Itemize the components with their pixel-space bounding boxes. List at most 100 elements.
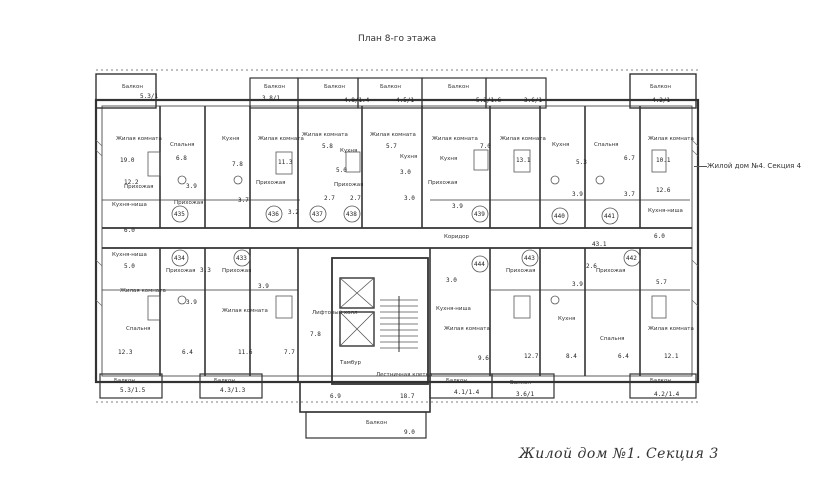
window-hatches	[95, 139, 699, 307]
area-value: 4.1/1.4	[454, 389, 480, 396]
room-label: Прихожая	[222, 268, 251, 274]
room-label: Кухня	[552, 142, 569, 148]
area-value: 11.3	[278, 159, 293, 166]
room-label: Балкон	[122, 84, 143, 90]
area-value: 3.7	[238, 197, 249, 204]
apartment-markers: 434 435 436 437 438 439 440 441 442 443 …	[171, 205, 641, 273]
area-value: 5.7	[656, 279, 667, 286]
area-value: 6.0	[654, 233, 665, 240]
area-value: 12.6	[656, 187, 671, 194]
area-value: 2.6	[586, 263, 597, 270]
room-label: Жилая комната	[648, 136, 694, 142]
area-value: 3.9	[186, 299, 197, 306]
area-value: 11.6	[238, 349, 253, 356]
room-label: Прихожая	[124, 184, 153, 190]
room-label: Тамбур	[339, 360, 362, 366]
area-value: 6.8	[176, 155, 187, 162]
side-note-leader	[694, 166, 707, 167]
stair-lines	[380, 296, 418, 352]
room-label: Спальня	[594, 142, 618, 148]
dimension-marks	[96, 69, 698, 403]
room-label: Кухня	[558, 316, 575, 322]
room-label: Прихожая	[166, 268, 195, 274]
apartment-number: 438	[346, 211, 357, 218]
room-label: Балкон	[264, 84, 285, 90]
room-label: Балкон	[650, 84, 671, 90]
area-value: 3.9	[572, 281, 583, 288]
apartment-number: 442	[626, 255, 637, 262]
room-label: Балкон	[448, 84, 469, 90]
area-value: 5.3/1.5	[120, 387, 146, 394]
area-value: 3.0	[446, 277, 457, 284]
apartment-number: 436	[268, 211, 279, 218]
elevator-stair-core	[331, 257, 429, 385]
room-label: Прихожая	[596, 268, 625, 274]
area-value: 5.0	[336, 167, 347, 174]
room-label: Прихожая	[256, 180, 285, 186]
room-label: Прихожая	[334, 182, 363, 188]
area-value: 6.9	[330, 393, 341, 400]
area-value: 6.4	[182, 349, 193, 356]
bath-fixtures	[147, 149, 667, 321]
room-label: Балкон	[446, 378, 467, 384]
area-value: 12.7	[524, 353, 539, 360]
room-label: Спальня	[170, 142, 194, 148]
room-label: Жилая комната	[116, 136, 162, 142]
room-label: Жилая комната	[648, 326, 694, 332]
room-label: Балкон	[650, 378, 671, 384]
area-value: 3.3	[200, 267, 211, 274]
room-label: Балкон	[324, 84, 345, 90]
room-label: Жилая комната	[302, 132, 348, 138]
area-value: 3.9	[258, 283, 269, 290]
area-value: 19.0	[120, 157, 135, 164]
room-label: Балкон	[380, 84, 401, 90]
area-value: 5.0	[124, 263, 135, 270]
area-values: 5.3/1 3.8/1 4.8/1.4 4.5/1 5.2/1.6 3.6/1 …	[118, 93, 680, 436]
room-label: Кухня	[222, 136, 239, 142]
room-label: Кухня	[340, 148, 357, 154]
room-label: Кухня	[400, 154, 417, 160]
area-value: 3.6/1	[524, 97, 542, 104]
area-value: 3.9	[452, 203, 463, 210]
room-label: Кухня-ниша	[436, 306, 471, 312]
room-label: Кухня	[440, 156, 457, 162]
room-label: Коридор	[444, 234, 470, 240]
apartment-number: 441	[604, 213, 615, 220]
side-note: Жилой дом №4. Секция 4	[707, 162, 802, 170]
area-value: 43.1	[592, 241, 607, 248]
area-value: 6.4	[618, 353, 629, 360]
room-label: Жилая комната	[120, 288, 166, 294]
area-value: 7.0	[480, 143, 491, 150]
area-value: 9.0	[404, 429, 415, 436]
room-label: Спальня	[600, 336, 624, 342]
area-value: 2.7	[350, 195, 361, 202]
outer-walls	[94, 73, 700, 439]
area-value: 13.1	[516, 157, 531, 164]
area-value: 7.8	[232, 161, 243, 168]
area-value: 9.6	[478, 355, 489, 362]
area-value: 6.0	[124, 227, 135, 234]
interior-walls-upper	[102, 106, 692, 229]
area-value: 3.7	[624, 191, 635, 198]
room-label: Балкон	[214, 378, 235, 384]
area-value: 4.5/1	[396, 97, 414, 104]
area-value: 3.9	[572, 191, 583, 198]
area-value: 3.0	[400, 169, 411, 176]
room-label: Жилая комната	[222, 308, 268, 314]
area-value: 5.3/1	[140, 93, 158, 100]
area-value: 3.0	[404, 195, 415, 202]
apartment-number: 444	[474, 261, 485, 268]
apartment-number: 435	[174, 211, 185, 218]
room-label: Балкон	[366, 420, 387, 426]
apartment-number: 437	[312, 211, 323, 218]
area-value: 2.7	[324, 195, 335, 202]
area-value: 3.6/1	[516, 391, 534, 398]
room-label: Жилая комната	[432, 136, 478, 142]
room-label: Кухня-ниша	[112, 202, 147, 208]
room-label: Прихожая	[174, 200, 203, 206]
room-label: Жилая комната	[370, 132, 416, 138]
area-value: 4.2/1	[652, 97, 670, 104]
plan-title: План 8-го этажа	[358, 34, 437, 44]
room-label: Прихожая	[506, 268, 535, 274]
